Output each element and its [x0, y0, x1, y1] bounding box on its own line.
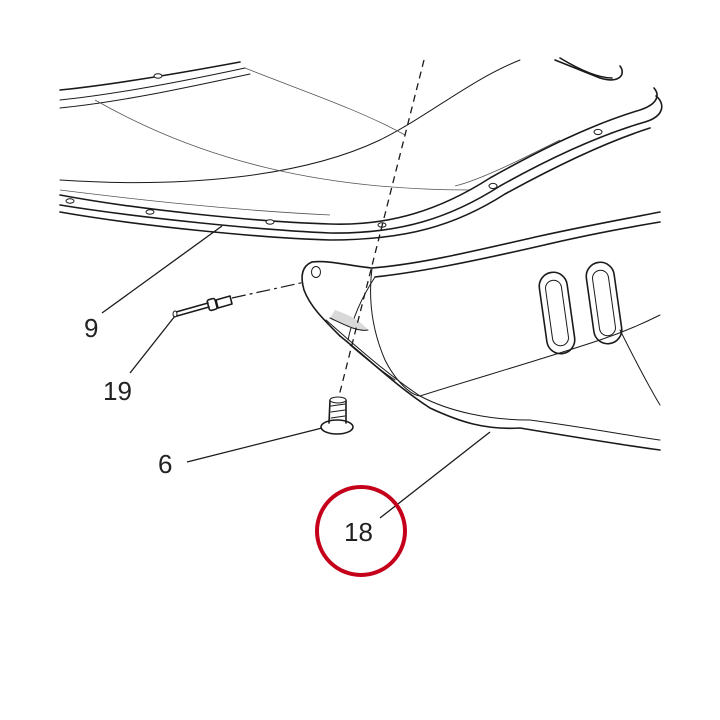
screw-axis-line: [337, 59, 425, 401]
callout-18: 18: [344, 517, 373, 547]
callout-19: 19: [103, 376, 132, 406]
screw-part: [320, 396, 354, 435]
callout-6: 6: [158, 449, 172, 479]
lower-guard: [301, 211, 661, 451]
leader-18: [379, 431, 491, 519]
highlight-ring: [315, 485, 407, 577]
rivet-axis-line: [231, 281, 306, 299]
rivet-part: [172, 295, 233, 318]
leader-9: [101, 225, 223, 314]
leader-6: [186, 427, 323, 463]
deck-panel: [59, 57, 663, 241]
leader-19: [129, 315, 176, 374]
callout-9: 9: [84, 313, 98, 343]
